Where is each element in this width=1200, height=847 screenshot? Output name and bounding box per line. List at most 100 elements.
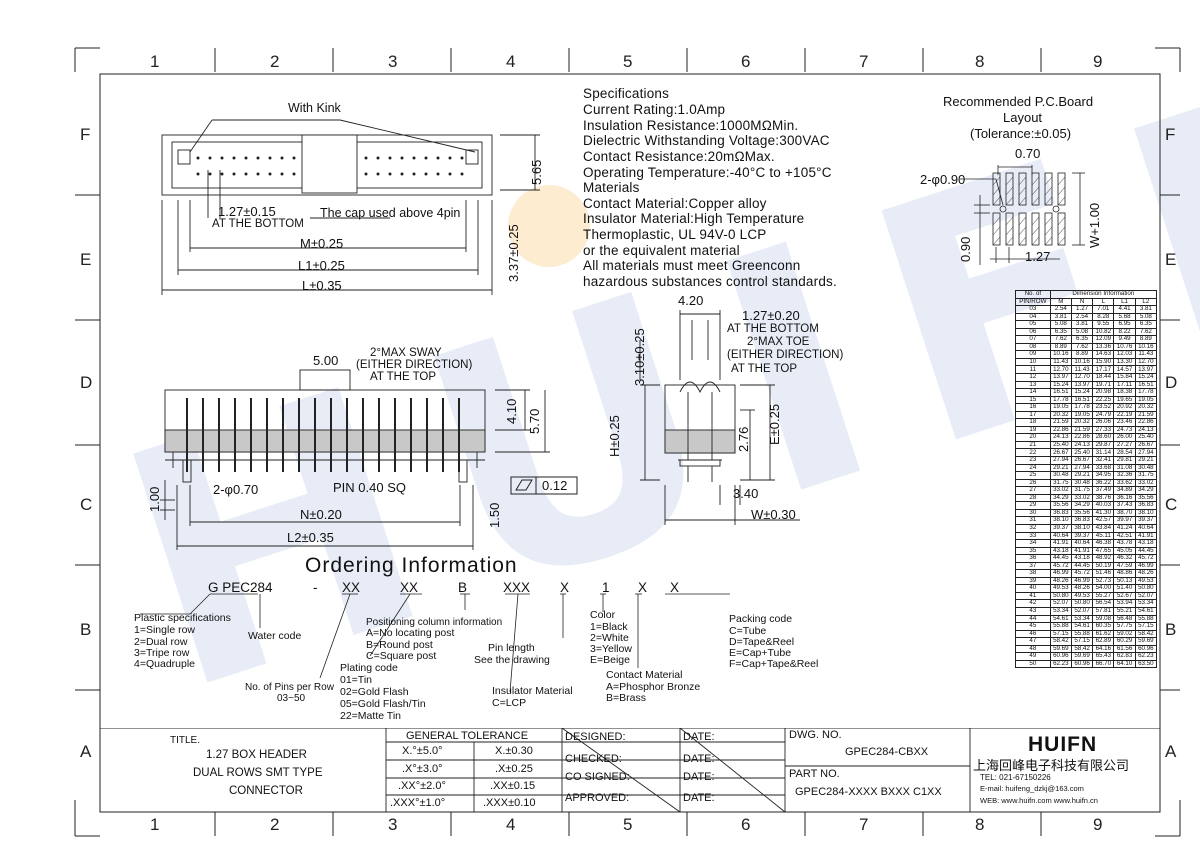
company-name: 上海回峰电子科技有限公司 xyxy=(973,758,1130,773)
dim-276: 2.76 xyxy=(736,426,751,452)
title-line: 1.27 BOX HEADER xyxy=(206,749,307,761)
sign-checked: CHECKED: xyxy=(565,753,622,765)
row-letter: E xyxy=(80,250,92,269)
tolerance-cell: .XXX±0.10 xyxy=(483,797,536,809)
pin-length: See the drawing xyxy=(474,654,550,666)
dim-w: W±0.30 xyxy=(751,507,796,522)
pcb-title: Layout xyxy=(1003,110,1043,125)
date-label: DATE: xyxy=(683,792,715,804)
dimension-table-cell: 57.15 xyxy=(1134,622,1158,631)
dimension-table-cell: 50 xyxy=(1015,659,1051,669)
col-number: 7 xyxy=(859,52,869,71)
tolerance-cell: .XXX°±1.0° xyxy=(390,797,446,809)
date-label: DATE: xyxy=(683,731,715,743)
dimension-table-cell: 32.41 xyxy=(1092,456,1115,465)
color-code: 1=Black xyxy=(590,621,628,633)
col-number: 1 xyxy=(150,52,160,71)
title-block-grid xyxy=(100,728,1160,812)
part-no-value: GPEC284-XXXX BXXX C1XX xyxy=(795,786,942,798)
dimension-table: No. of Dimension Information PIN/ROW M N… xyxy=(1015,290,1158,669)
pcb-layout-drawing xyxy=(960,165,1085,265)
ordering-code-part: X xyxy=(560,580,570,595)
col-number: 5 xyxy=(623,52,633,71)
general-tolerance-header: GENERAL TOLERANCE xyxy=(406,730,529,742)
dimension-table-cell: 57.75 xyxy=(1113,622,1136,631)
col-number: 4 xyxy=(506,815,516,834)
contact-material: B=Brass xyxy=(606,692,646,704)
dimension-table-cell: 43 xyxy=(1015,606,1051,616)
label-sway: 2°MAX SWAY xyxy=(370,347,442,359)
dimension-table-cell: 10 xyxy=(1015,357,1051,367)
col-number: 3 xyxy=(388,52,398,71)
dimension-table-cell: 24.13 xyxy=(1070,440,1094,450)
dimension-table-cell: 64.10 xyxy=(1113,659,1136,669)
dimension-table-cell: 11.43 xyxy=(1049,357,1072,367)
tolerance-cell: X.±0.30 xyxy=(495,745,533,757)
dim-l1: L1±0.25 xyxy=(298,258,345,273)
pcb-dim: 1.27 xyxy=(1025,249,1051,264)
side-view-drawing xyxy=(639,310,800,525)
dimension-table-cell: 57.81 xyxy=(1092,606,1115,616)
ordering-code-part: X xyxy=(638,580,648,595)
dimension-table-cell: 41.91 xyxy=(1049,539,1072,548)
dimension-table-cell: 10.16 xyxy=(1070,357,1094,367)
dimension-table-cell: 62.23 xyxy=(1049,659,1072,669)
row-letter: B xyxy=(80,620,92,639)
dimension-table-cell: 60.96 xyxy=(1070,659,1094,669)
plastic-spec: 1=Single row xyxy=(134,624,195,636)
plastic-spec: 2=Dual row xyxy=(134,636,188,648)
label-at-bottom: AT THE BOTTOM xyxy=(727,323,819,335)
row-letter: C xyxy=(80,495,93,514)
dimension-table-cell: 25.40 xyxy=(1049,440,1072,450)
title-line: CONNECTOR xyxy=(229,785,303,797)
water-code: Water code xyxy=(248,630,302,642)
dim-337: 3.37±0.25 xyxy=(506,224,521,282)
dimension-table-cell: 15.90 xyxy=(1092,357,1115,367)
sign-approved: APPROVED: xyxy=(565,792,630,804)
label-sway: AT THE TOP xyxy=(370,371,437,383)
label-pin-sq: PIN 0.40 SQ xyxy=(333,480,406,495)
ordering-code-part: B xyxy=(458,580,468,595)
dimension-table-cell: 63.50 xyxy=(1134,659,1158,669)
col-number: 5 xyxy=(623,815,633,834)
dimension-table-cell: 13.97 xyxy=(1049,373,1072,382)
col-number: 2 xyxy=(270,815,280,834)
spec-line: Operating Temperature:-40°C to +105°C xyxy=(583,165,832,180)
packing-code: F=Cap+Tape&Reel xyxy=(729,658,819,670)
spec-line: Contact Resistance:20mΩMax. xyxy=(583,149,775,164)
dim-n: N±0.20 xyxy=(300,507,342,522)
ordering-code-part: 1 xyxy=(602,580,610,595)
spec-line: Thermoplastic, UL 94V-0 LCP xyxy=(583,227,767,242)
dimension-table-cell: 18.44 xyxy=(1092,373,1115,382)
dimension-table-cell: 43.78 xyxy=(1113,539,1136,548)
col-number: 7 xyxy=(859,815,869,834)
positioning-info: C=Square post xyxy=(366,650,437,662)
col-number: 6 xyxy=(741,815,751,834)
positioning-info: A=No locating post xyxy=(366,627,455,639)
dimension-table-cell: 26.67 xyxy=(1070,456,1094,465)
dim-565: 5.65 xyxy=(529,159,544,185)
dim-pitch-top: 1.27±0.15 xyxy=(218,204,276,219)
dwg-no-label: DWG. NO. xyxy=(789,729,842,741)
spec-line: Materials xyxy=(583,180,640,195)
dim-570: 5.70 xyxy=(527,408,542,434)
dimension-table-cell: 3.81 xyxy=(1134,305,1158,314)
pin-length: Pin length xyxy=(488,642,535,654)
title-label: TITLE. xyxy=(170,735,201,746)
dimension-table-cell: 21 xyxy=(1015,440,1051,450)
color-code: E=Beige xyxy=(590,654,630,666)
plastic-spec: Plastic specifications xyxy=(134,612,231,624)
ordering-code-part: XXX xyxy=(503,580,531,595)
dim-410: 4.10 xyxy=(504,398,519,424)
spec-line: hazardous substances control standards. xyxy=(583,274,837,289)
